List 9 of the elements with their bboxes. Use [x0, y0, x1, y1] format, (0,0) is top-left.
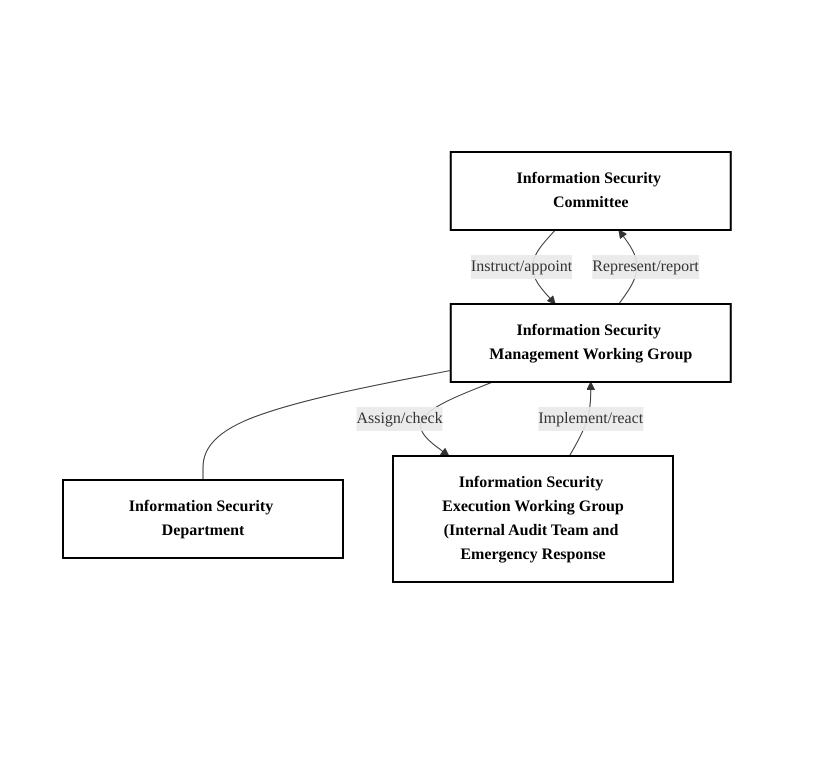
edge-label: Assign/check	[356, 410, 444, 427]
edge-label: Instruct/appoint	[471, 258, 573, 275]
connector	[202, 370, 452, 480]
edge-label: Represent/report	[592, 258, 700, 275]
edge-label: Implement/react	[538, 410, 644, 427]
node-box: Information Security Department	[62, 478, 344, 559]
node-box: Information Security Committee	[450, 150, 732, 231]
node-box: Information Security Execution Working Group (Internal Audit Team and Emergency Response	[392, 454, 674, 583]
node-box: Information Security Management Working Group	[450, 302, 732, 383]
